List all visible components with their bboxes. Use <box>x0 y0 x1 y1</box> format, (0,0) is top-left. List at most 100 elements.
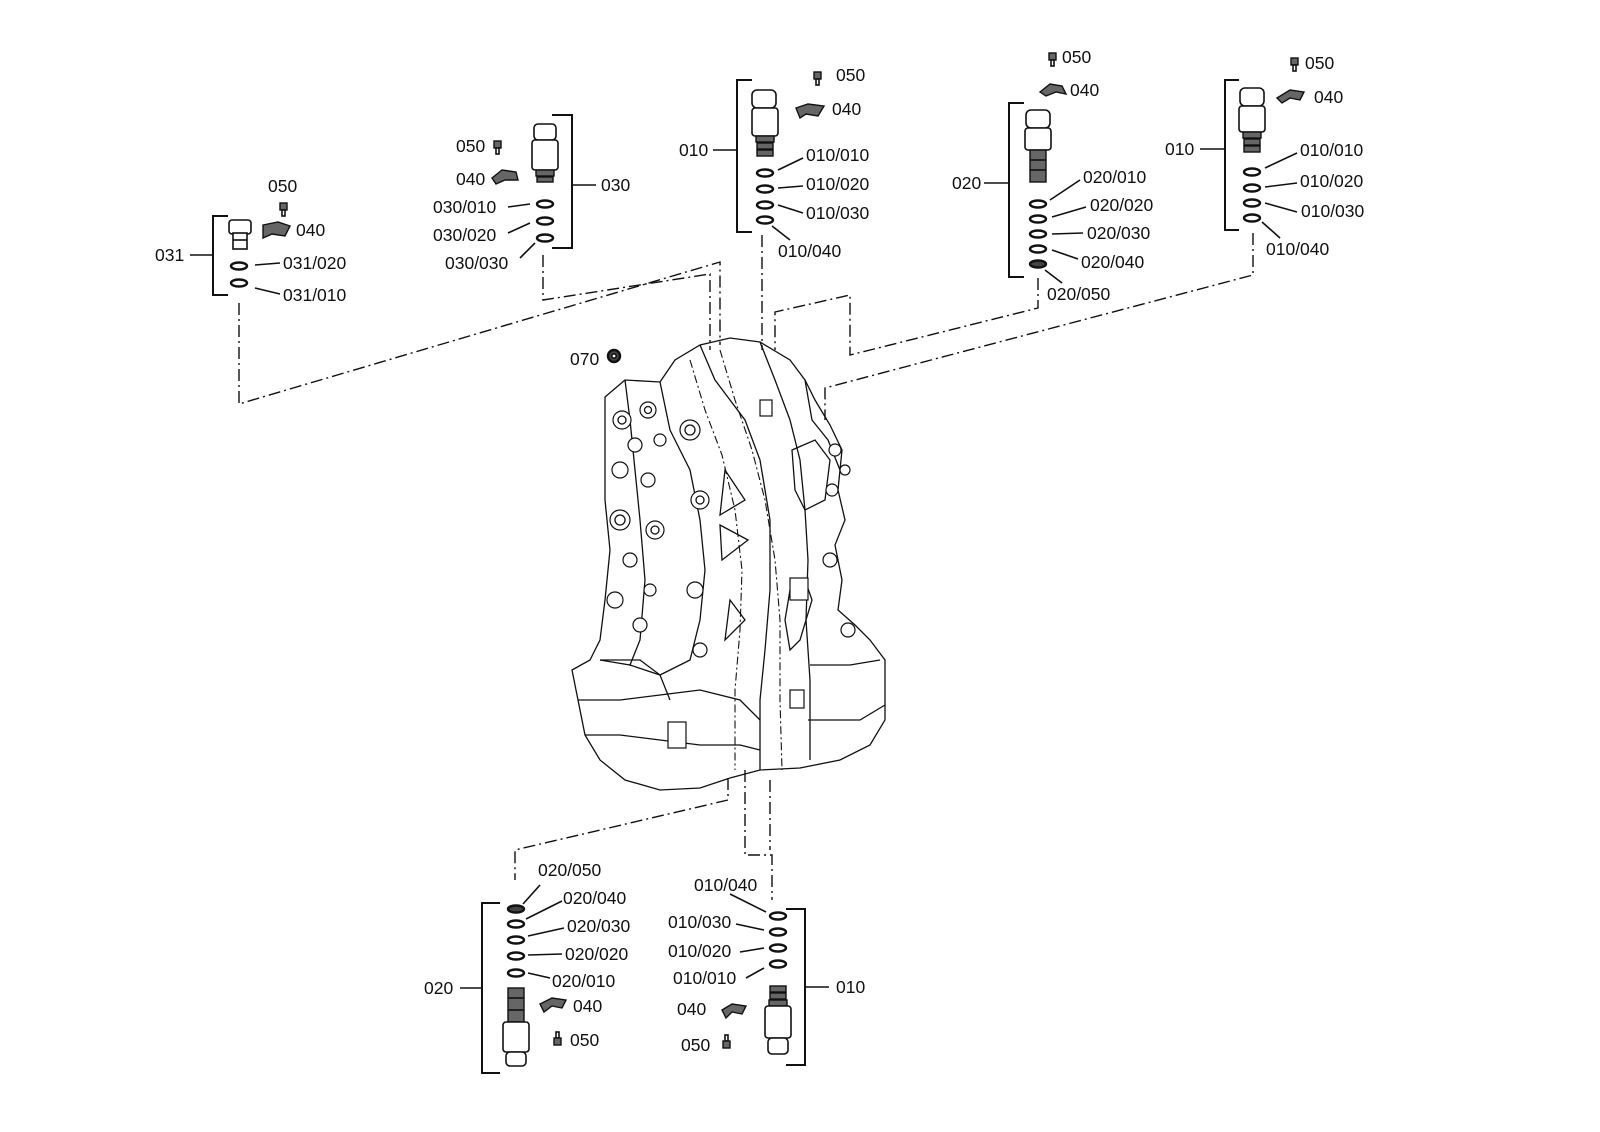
callout-020-top-030: 020/030 <box>1087 223 1151 243</box>
screw-010-bottom <box>724 1034 729 1042</box>
solenoid-030 <box>533 123 557 141</box>
o-ring-010-010-top <box>755 168 775 178</box>
callout-010-top-030: 010/030 <box>806 203 870 223</box>
screw-020-bottom <box>555 1031 560 1039</box>
o-ring-010-010-bottom <box>768 959 788 969</box>
callout-010-top-050: 050 <box>836 65 865 85</box>
clip-020-top <box>1038 83 1068 97</box>
callout-020-top-040: 040 <box>1070 80 1099 100</box>
screw-030 <box>493 140 502 149</box>
clip-010-right <box>1275 89 1306 104</box>
o-ring-010-040-right <box>1242 213 1262 223</box>
callout-031-020: 031/020 <box>283 253 347 273</box>
screw-031 <box>279 202 288 211</box>
solenoid-010-bottom <box>769 985 787 993</box>
o-ring-020-050-top <box>1028 259 1048 269</box>
screw-010-top <box>813 71 822 80</box>
callout-010-right-040: 040 <box>1314 87 1343 107</box>
callout-070: 070 <box>570 349 599 369</box>
callout-020-top-020: 020/020 <box>1090 195 1154 215</box>
o-ring-010-040-top <box>755 215 775 225</box>
callout-010-top-040-ring: 010/040 <box>778 241 842 261</box>
callout-020-top-050-ring: 020/050 <box>1047 284 1111 304</box>
callout-030-020: 030/020 <box>433 225 497 245</box>
callout-020-bottom-screw: 050 <box>570 1030 599 1050</box>
callout-020-bottom-030: 020/030 <box>567 916 631 936</box>
o-ring-031-010 <box>229 278 249 288</box>
solenoid-010-right <box>1239 87 1265 107</box>
callout-010-right-040-ring: 010/040 <box>1266 239 1330 259</box>
callout-010-bottom-screw: 050 <box>681 1035 710 1055</box>
valve-group-030: 030 050 040 030/010 030/020 030/030 <box>433 114 630 273</box>
o-ring-020-020-bottom <box>506 951 526 961</box>
solenoid-020-bottom <box>507 987 525 1023</box>
o-ring-010-030-top <box>755 200 775 210</box>
callout-020-bottom-040: 020/040 <box>563 888 627 908</box>
callout-020-bottom-010: 020/010 <box>552 971 616 991</box>
callout-010-right-020: 010/020 <box>1300 171 1364 191</box>
screw-020-top <box>1048 52 1057 61</box>
callout-020-top-050: 050 <box>1062 47 1091 67</box>
callout-010-top: 010 <box>679 140 708 160</box>
callout-010-top-020: 010/020 <box>806 174 870 194</box>
callout-031-010: 031/010 <box>283 285 347 305</box>
o-ring-020-030-bottom <box>506 935 526 945</box>
plug-part-031 <box>228 219 252 235</box>
valve-group-031: 031 050 040 031/020 031/010 <box>155 176 347 305</box>
o-ring-010-020-top <box>755 184 775 194</box>
o-ring-020-040-top <box>1028 244 1048 254</box>
o-ring-020-010-bottom <box>506 968 526 978</box>
callout-020-bottom-clip: 040 <box>573 996 602 1016</box>
transmission-housing <box>571 337 886 791</box>
callout-030-050: 050 <box>456 136 485 156</box>
clip-031 <box>262 221 291 240</box>
callout-030-030: 030/030 <box>445 253 509 273</box>
o-ring-010-040-bottom <box>768 911 788 921</box>
callout-010-bottom: 010 <box>836 977 865 997</box>
screw-010-right <box>1290 57 1299 66</box>
callout-030-010: 030/010 <box>433 197 497 217</box>
callout-010-right-050: 050 <box>1305 53 1334 73</box>
solenoid-010-top <box>751 89 777 109</box>
o-ring-010-020-right <box>1242 183 1262 193</box>
callout-010-right-010: 010/010 <box>1300 140 1364 160</box>
callout-031: 031 <box>155 245 184 265</box>
callout-010-bottom-clip: 040 <box>677 999 706 1019</box>
callout-010-bottom-040: 010/040 <box>694 875 758 895</box>
o-ring-020-020-top <box>1028 214 1048 224</box>
o-ring-020-050-bottom <box>506 904 526 914</box>
callout-010-bottom-020: 010/020 <box>668 941 732 961</box>
o-ring-030-030 <box>535 233 555 243</box>
valve-group-010-bottom: 010 010/040 010/030 010/020 010/010 040 … <box>668 875 865 1066</box>
o-ring-010-030-right <box>1242 198 1262 208</box>
o-ring-030-020 <box>535 216 555 226</box>
callout-020-bottom-050: 020/050 <box>538 860 602 880</box>
callout-010-bottom-010: 010/010 <box>673 968 737 988</box>
o-ring-031-020 <box>229 261 249 271</box>
callout-020-top-040-ring: 020/040 <box>1081 252 1145 272</box>
callout-031-050: 050 <box>268 176 297 196</box>
callout-020-top-010: 020/010 <box>1083 167 1147 187</box>
o-ring-020-040-bottom <box>506 919 526 929</box>
clip-020-bottom <box>539 997 568 1014</box>
callout-010-bottom-030: 010/030 <box>668 912 732 932</box>
valve-group-020-top: 020 050 040 020/010 020/020 020/030 020/… <box>952 47 1154 304</box>
callout-020-bottom-020: 020/020 <box>565 944 629 964</box>
valve-group-010-right: 010 050 040 010/010 010/020 010/030 010/… <box>1165 53 1365 259</box>
o-ring-010-020-bottom <box>768 943 788 953</box>
callout-010-top-010: 010/010 <box>806 145 870 165</box>
o-ring-010-030-bottom <box>768 927 788 937</box>
clip-030 <box>491 169 519 185</box>
o-ring-010-010-right <box>1242 167 1262 177</box>
o-ring-020-030-top <box>1028 229 1048 239</box>
valve-group-010-top: 010 050 040 010/010 010/020 010/030 010/… <box>679 65 870 261</box>
clip-010-top <box>795 103 826 120</box>
assembly-path-lines <box>238 233 1254 900</box>
callout-010-top-040: 040 <box>832 99 861 119</box>
o-ring-030-010 <box>535 199 555 209</box>
solenoid-020-top <box>1025 109 1051 129</box>
plug-070: 070 <box>570 348 622 369</box>
callout-030: 030 <box>601 175 630 195</box>
callout-020-top: 020 <box>952 173 981 193</box>
